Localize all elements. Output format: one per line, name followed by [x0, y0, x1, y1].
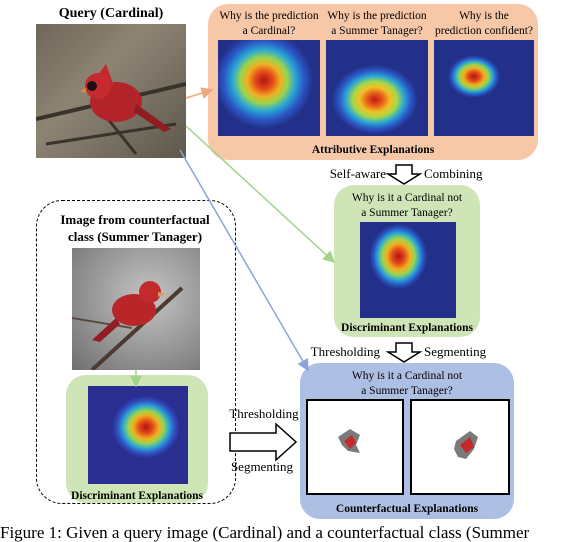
discriminant-bottom-heatmap: [88, 386, 188, 484]
step1-left-label: Self-aware: [329, 166, 386, 181]
step2-down-arrow: [385, 342, 423, 363]
attributive-heatmap-3: [434, 40, 534, 136]
query-to-attributive-arrow: [185, 87, 214, 99]
counterfactual-mask-1: [306, 399, 404, 495]
attributive-label: Attributive Explanations: [311, 144, 435, 156]
to-counterfactual-right-arrow: [229, 422, 298, 462]
query-to-discriminant-arrow: [185, 125, 336, 264]
figure-caption: Figure 1: Given a query image (Cardinal)…: [0, 524, 530, 542]
step2-right-label: Segmenting: [424, 344, 487, 359]
discriminant-top-label: Discriminant Explanations: [341, 322, 473, 334]
counterfactual-label: Counterfactual Explanations: [335, 503, 479, 515]
discriminant-top-heatmap: [360, 222, 456, 318]
counterfactual-question: Why is it a Cardinal not a Summer Tanage…: [351, 370, 463, 397]
step1-down-arrow: [385, 164, 423, 185]
counterfactual-mask-2: [410, 399, 510, 495]
counterfactual-class-title: Image from counterfactual class (Summer …: [60, 212, 210, 244]
discriminant-top-question: Why is it a Cardinal not a Summer Tanage…: [351, 192, 463, 219]
arrow-label-segmenting: Segmenting: [230, 459, 294, 474]
attributive-question-3: Why is the prediction confident?: [434, 10, 534, 37]
query-title: Query (Cardinal): [58, 6, 164, 21]
attributive-question-2: Why is the prediction a Summer Tanager?: [327, 10, 427, 37]
attributive-heatmap-2: [326, 40, 428, 136]
attributive-heatmap-1: [218, 40, 320, 136]
step2-left-label: Thresholding: [310, 344, 380, 359]
arrow-label-thresholding: Thresholding: [229, 406, 299, 421]
query-to-counterfactual-arrow: [179, 149, 309, 372]
discriminant-bottom-label: Discriminant Explanations: [71, 490, 203, 502]
step1-right-label: Combining: [424, 166, 483, 181]
summer-tanager-image: [72, 248, 200, 370]
attributive-question-1: Why is the prediction a Cardinal?: [219, 10, 319, 37]
query-cardinal-image: [36, 24, 186, 158]
counterfactual-class-dashed-box: [36, 200, 236, 504]
